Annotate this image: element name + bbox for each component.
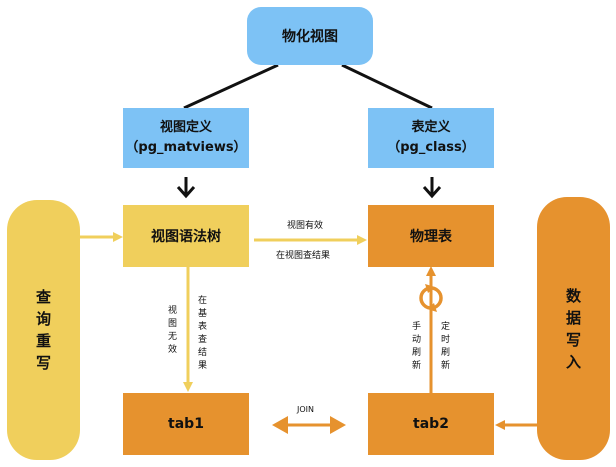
query-rewrite-node: 查 询 重 写 <box>7 200 80 460</box>
tab2-to-table-arrow <box>426 266 436 393</box>
query-on-base-char: 在 <box>197 296 207 306</box>
view-syntax-tree-node: 视图语法树 <box>123 205 249 267</box>
view-def-down-arrow <box>176 177 196 199</box>
view-syntax-tree-label: 视图语法树 <box>151 229 221 245</box>
tab2-label: tab2 <box>413 416 449 432</box>
data-write-char: 入 <box>565 352 581 371</box>
tree-to-tab1-arrow <box>183 267 193 392</box>
query-on-base-char: 结 <box>197 348 207 358</box>
tab2-node: tab2 <box>368 393 494 455</box>
physical-table-label: 物理表 <box>410 229 452 245</box>
write-to-tab2-arrow <box>495 420 537 430</box>
data-write-char: 写 <box>565 330 581 349</box>
table-definition-node: 表定义 （pg_class） <box>368 108 494 168</box>
root-to-view-def-line <box>183 63 279 110</box>
view-definition-node: 视图定义 （pg_matviews） <box>123 108 249 168</box>
data-write-char: 据 <box>565 308 581 327</box>
view-definition-catalog: （pg_matviews） <box>125 140 247 155</box>
rewrite-to-tree-arrow <box>80 232 123 242</box>
timed-refresh-char: 时 <box>440 335 450 345</box>
data-write-char: 数 <box>565 286 581 305</box>
manual-refresh-char: 新 <box>411 361 421 371</box>
timed-refresh-char: 刷 <box>440 348 450 358</box>
table-definition-catalog: （pg_class） <box>387 140 475 155</box>
view-invalid-char: 视 <box>167 306 177 316</box>
manual-refresh-char: 动 <box>411 335 421 345</box>
data-write-node: 数 据 写 入 <box>537 197 610 460</box>
query-on-base-char: 表 <box>197 322 207 332</box>
root-to-table-def-line <box>341 63 433 110</box>
query-rewrite-char: 写 <box>35 354 51 372</box>
view-invalid-char: 效 <box>167 345 177 355</box>
query-rewrite-char: 查 <box>35 288 51 306</box>
join-double-arrow <box>272 416 346 434</box>
manual-refresh-label: 手 动 刷 新 <box>411 321 422 373</box>
manual-refresh-char: 刷 <box>411 348 421 358</box>
query-on-base-char: 基 <box>197 309 207 319</box>
timed-refresh-char: 新 <box>440 361 450 371</box>
physical-table-node: 物理表 <box>368 205 494 267</box>
query-on-base-char: 果 <box>197 361 207 371</box>
join-label: JOIN <box>297 405 314 414</box>
query-rewrite-char: 询 <box>35 310 51 328</box>
materialized-view-label: 物化视图 <box>282 29 338 45</box>
query-rewrite-char: 重 <box>35 332 51 350</box>
query-on-base-label: 在 基 表 查 结 果 <box>197 295 208 373</box>
timed-refresh-char: 定 <box>440 322 450 332</box>
timed-refresh-label: 定 时 刷 新 <box>440 321 451 373</box>
view-definition-label: 视图定义 <box>159 120 212 135</box>
materialized-view-node: 物化视图 <box>247 7 373 65</box>
view-invalid-char: 无 <box>167 332 177 342</box>
table-definition-label: 表定义 <box>411 120 451 135</box>
table-def-down-arrow <box>422 177 442 199</box>
refresh-icon <box>419 284 443 312</box>
query-on-base-char: 查 <box>197 335 207 345</box>
view-valid-label: 视图有效 <box>287 221 324 231</box>
tab1-node: tab1 <box>123 393 249 455</box>
view-invalid-label: 视 图 无 效 <box>167 305 178 357</box>
tree-to-table-arrow <box>254 235 367 245</box>
view-invalid-char: 图 <box>167 319 177 329</box>
manual-refresh-char: 手 <box>411 322 421 332</box>
tab1-label: tab1 <box>168 416 204 432</box>
query-on-view-label: 在视图查结果 <box>276 251 331 261</box>
